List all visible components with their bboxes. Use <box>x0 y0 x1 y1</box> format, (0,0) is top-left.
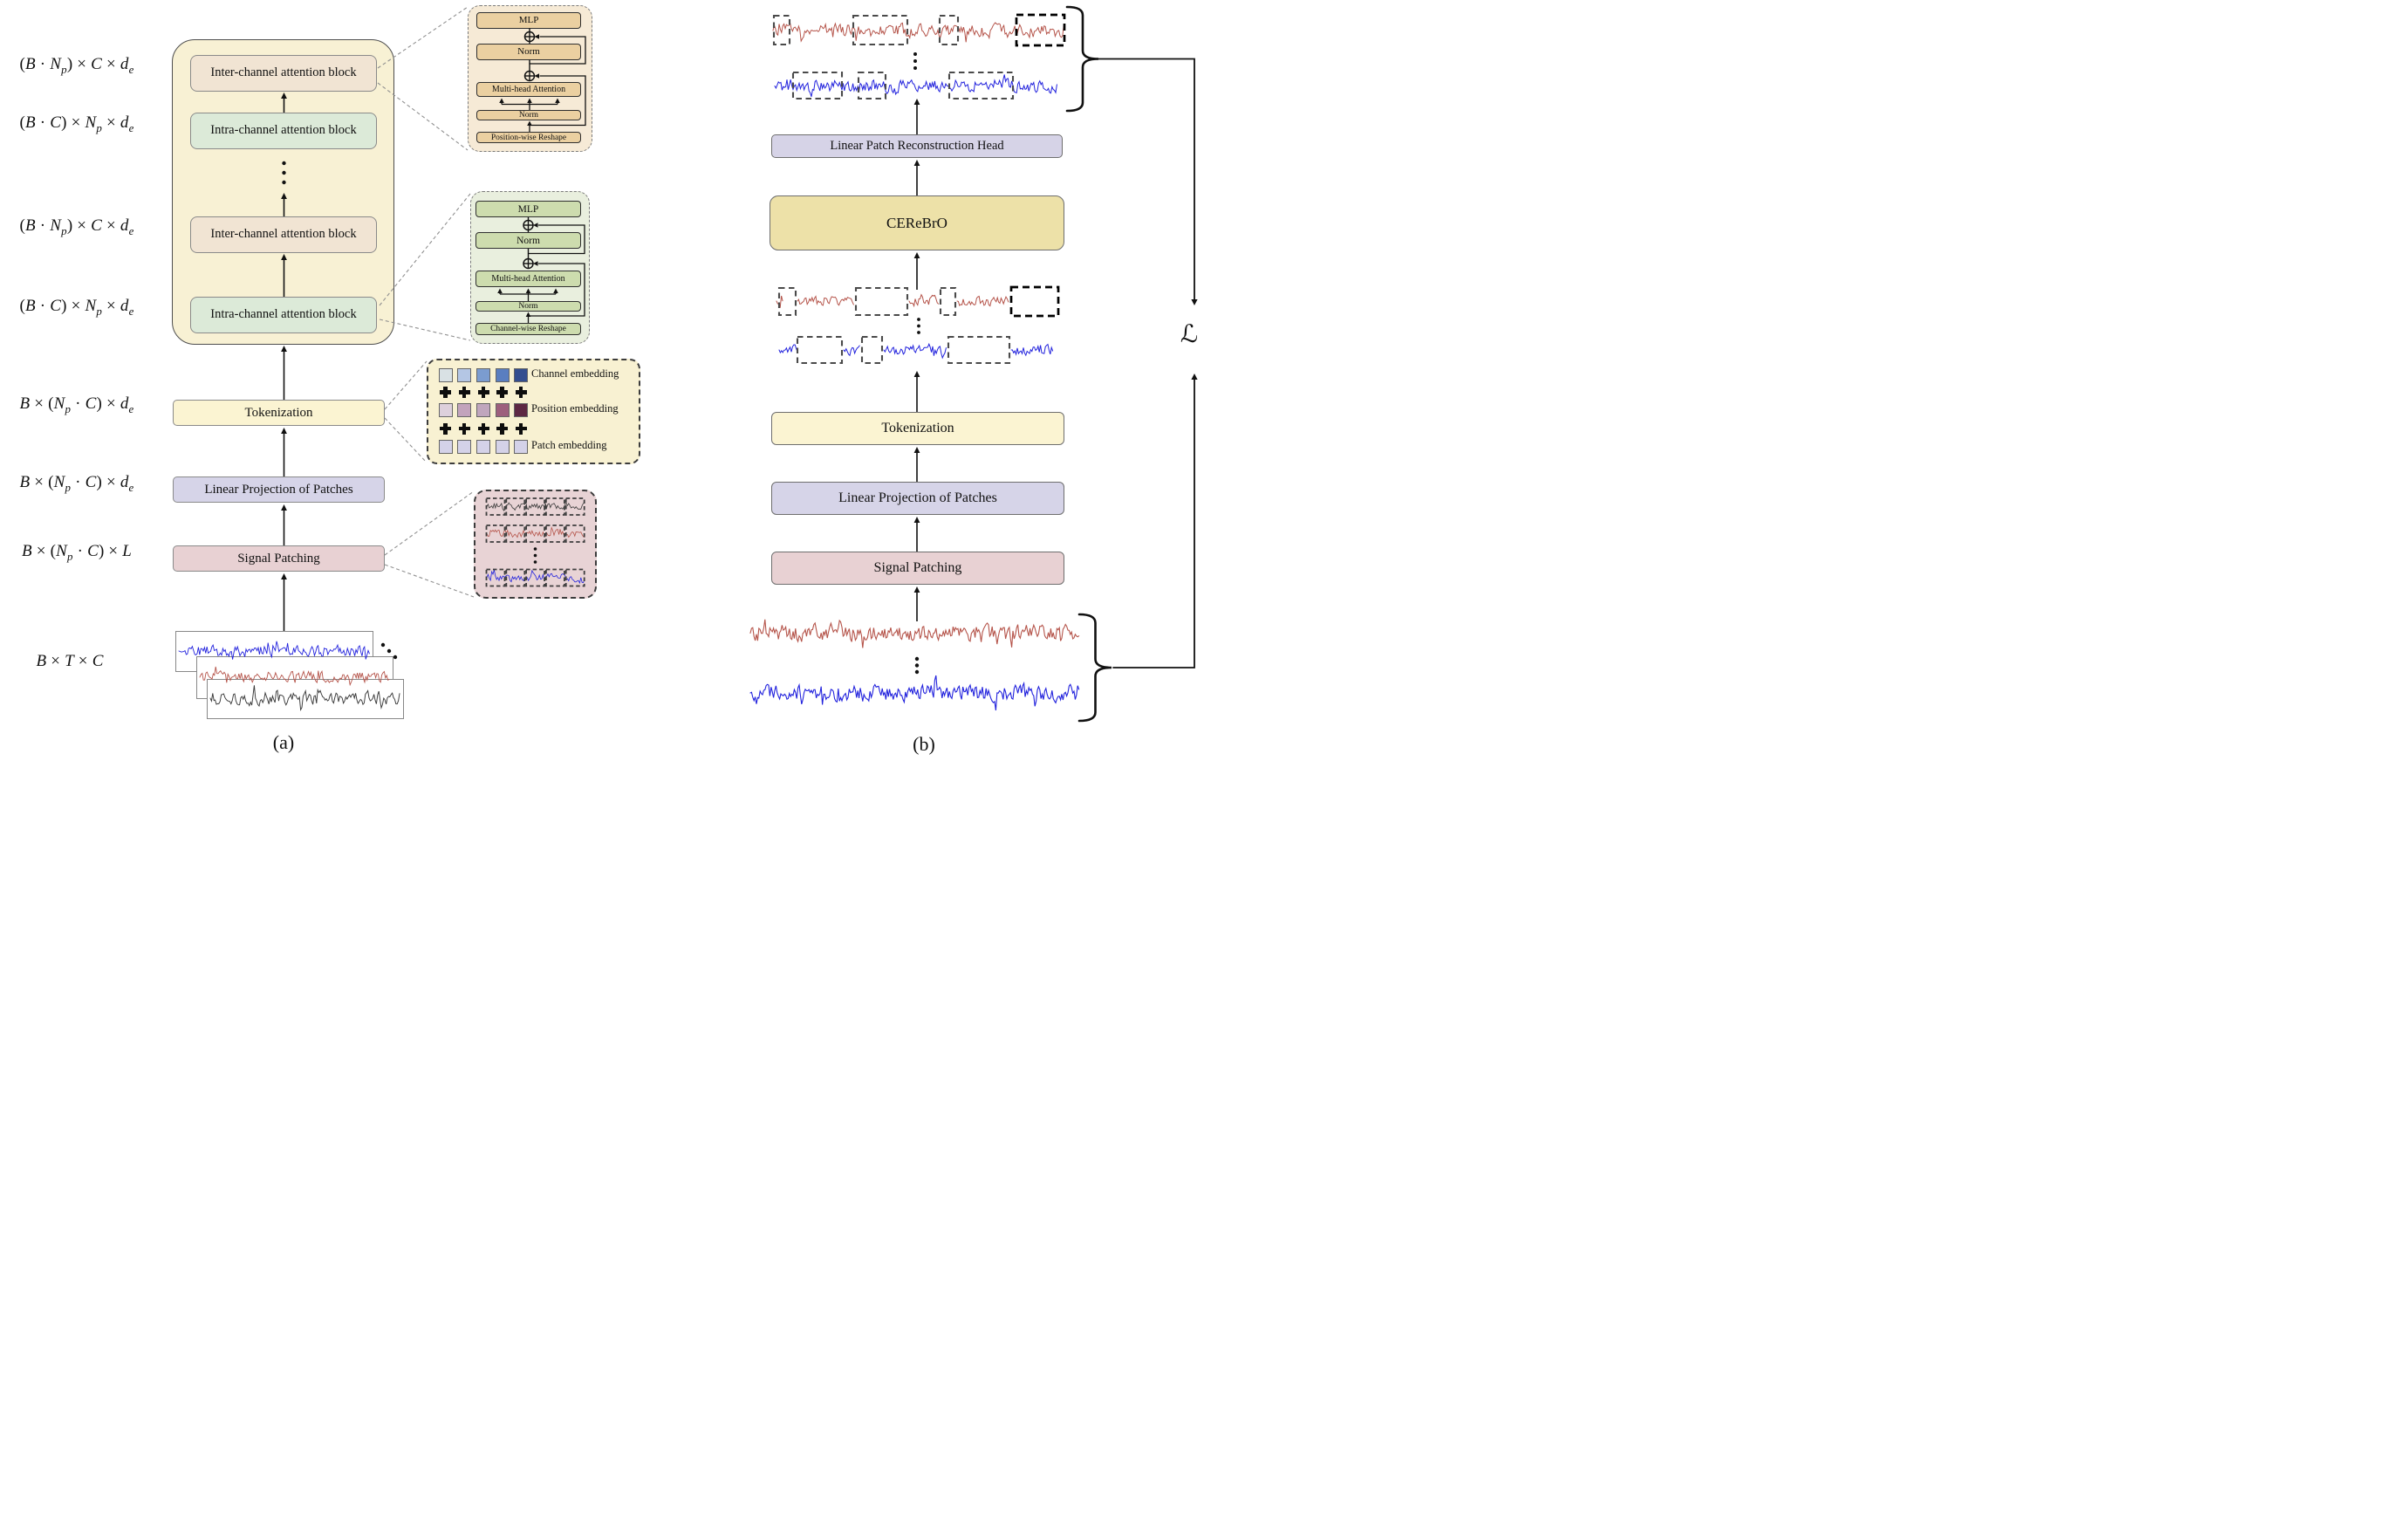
signal-patching-box-left: Signal Patching <box>173 545 385 572</box>
linear-projection-box-left: Linear Projection of Patches <box>173 476 385 503</box>
figure-cerebro-architecture: (B · Np) × C × de (B · C) × Np × de (B ·… <box>0 0 1204 758</box>
plus-icon <box>458 387 470 398</box>
linear-projection-box-right: Linear Projection of Patches <box>771 482 1064 515</box>
plus-icon <box>440 387 451 398</box>
dim-label-inter-1: (B · Np) × C × de <box>19 55 134 76</box>
embedding-square <box>514 367 528 382</box>
plus-icon <box>515 422 527 435</box>
intra-channel-attention-block-1: Intra-channel attention block <box>190 113 377 149</box>
tokenization-box-right: Tokenization <box>771 412 1064 445</box>
linear-patch-reconstruction-head-box: Linear Patch Reconstruction Head <box>771 134 1063 158</box>
plus-icon <box>496 387 508 398</box>
intra-detail-multi-head-attention: Multi-head Attention <box>475 271 581 287</box>
tokenization-box-left: Tokenization <box>173 400 385 426</box>
embedding-square <box>514 402 528 417</box>
dim-label-intra-1: (B · C) × Np × de <box>19 113 134 134</box>
caption-a: (a) <box>272 731 295 753</box>
embedding-square <box>457 439 471 454</box>
inter-channel-attention-block-2: Inter-channel attention block <box>190 216 377 253</box>
embedding-square <box>438 367 453 382</box>
embedding-square <box>438 439 453 454</box>
dim-label-inter-2: (B · Np) × C × de <box>19 216 134 237</box>
intra-detail-mlp: MLP <box>475 201 581 217</box>
inter-detail-position-wise-reshape: Position-wise Reshape <box>476 132 581 143</box>
patch-embedding-label: Patch embedding <box>531 439 607 451</box>
plus-icon <box>515 387 527 398</box>
embedding-square <box>514 439 528 454</box>
embedding-square <box>457 367 471 382</box>
inter-channel-attention-block-1: Inter-channel attention block <box>190 55 377 92</box>
embedding-square <box>438 402 453 417</box>
signal-patching-detail-inset <box>474 490 597 599</box>
embedding-square <box>476 439 490 454</box>
intra-detail-channel-wise-reshape: Channel-wise Reshape <box>475 323 581 335</box>
plus-icon <box>496 422 508 435</box>
dim-label-linear-projection: B × (Np · C) × de <box>19 473 134 494</box>
caption-b: (b) <box>913 733 935 755</box>
dim-label-input: B × T × C <box>36 652 104 670</box>
embedding-square <box>495 402 510 417</box>
embedding-square <box>495 367 510 382</box>
inter-detail-norm-bottom: Norm <box>476 110 581 120</box>
intra-detail-norm-bottom: Norm <box>475 301 581 312</box>
loss-symbol: ℒ <box>1180 319 1199 348</box>
channel-embedding-label: Channel embedding <box>531 367 619 380</box>
cerebro-box: CEReBrO <box>770 195 1064 250</box>
embedding-square <box>476 367 490 382</box>
position-embedding-label: Position embedding <box>531 402 619 415</box>
intra-channel-attention-block-2: Intra-channel attention block <box>190 297 377 333</box>
plus-icon <box>477 387 489 398</box>
embedding-square <box>495 439 510 454</box>
input-signal-card-black <box>207 679 404 719</box>
signal-patching-box-right: Signal Patching <box>771 552 1064 585</box>
plus-icon <box>440 422 451 435</box>
inter-detail-mlp: MLP <box>476 12 581 29</box>
plus-icon <box>477 422 489 435</box>
inter-detail-norm-top: Norm <box>476 44 581 60</box>
dim-label-intra-2: (B · C) × Np × de <box>19 297 134 318</box>
dim-label-tokenization: B × (Np · C) × de <box>19 394 134 415</box>
intra-detail-norm-top: Norm <box>475 232 581 249</box>
dim-label-signal-patching: B × (Np · C) × L <box>21 542 133 563</box>
embedding-square <box>457 402 471 417</box>
inter-detail-multi-head-attention: Multi-head Attention <box>476 81 581 97</box>
embedding-square <box>476 402 490 417</box>
plus-icon <box>458 422 470 435</box>
